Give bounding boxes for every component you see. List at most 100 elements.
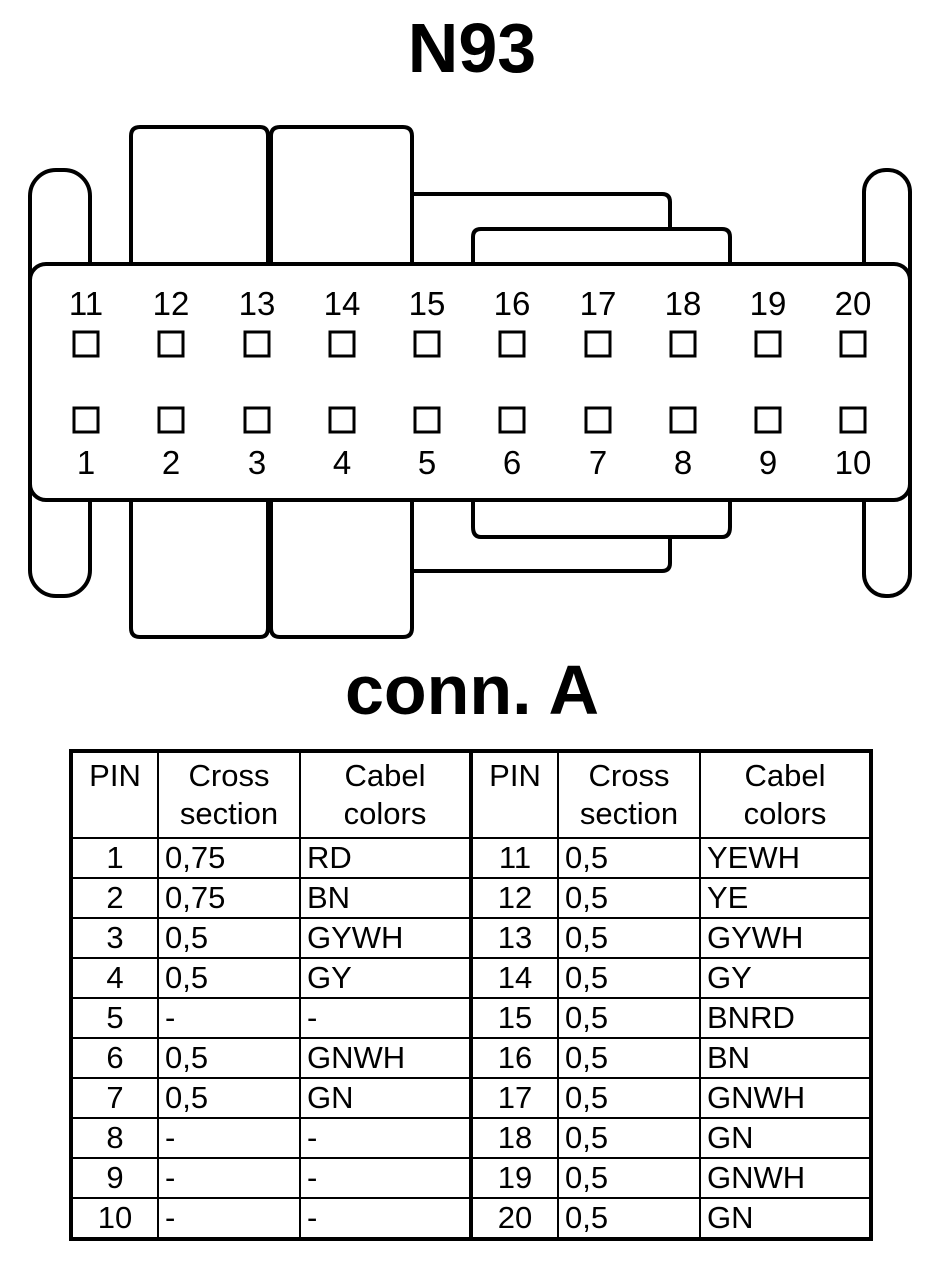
connector-subtitle: conn. A [344, 651, 600, 729]
pin-cell: 5 [70, 997, 159, 1039]
pin-number-label: 8 [674, 444, 692, 481]
bottom-housing-a [129, 500, 270, 639]
header-cross-line2: section [179, 796, 279, 831]
bottom-housing-c [412, 537, 672, 573]
top-housing-b [269, 125, 414, 264]
pin-socket [157, 406, 185, 434]
pin-number-label: 17 [580, 285, 617, 322]
pin-cell: 4 [70, 957, 159, 999]
cabel-color-cell: GYWH [299, 917, 472, 959]
cabel-color-cell: GN [699, 1197, 872, 1240]
pin-socket [328, 406, 356, 434]
connector-title: N93 [407, 9, 537, 87]
cabel-color-cell: BNRD [699, 997, 872, 1039]
pin-cell: 3 [70, 917, 159, 959]
header-cross-line1: Cross [188, 758, 270, 793]
top-housing-a [129, 125, 270, 264]
header-color-line2: colors [343, 796, 427, 831]
cabel-color-cell: - [299, 1117, 472, 1159]
pin-cell: 8 [70, 1117, 159, 1159]
top-housing-c [412, 192, 672, 229]
pin-socket [498, 330, 526, 358]
bottom-housing-d [471, 500, 732, 539]
cross-section-cell: 0,5 [557, 957, 701, 999]
cross-section-cell: 0,5 [557, 877, 701, 919]
pin-cell: 17 [469, 1077, 559, 1119]
cabel-color-cell: GYWH [699, 917, 872, 959]
pin-socket [839, 406, 867, 434]
cabel-color-cell: GN [699, 1117, 872, 1159]
cross-section-cell: 0,5 [157, 957, 301, 999]
pin-cell: 16 [469, 1037, 559, 1079]
cross-section-cell: 0,5 [557, 837, 701, 879]
cross-section-cell: 0,5 [157, 917, 301, 959]
pin-socket [669, 406, 697, 434]
pin-socket [584, 406, 612, 434]
pin-number-label: 20 [835, 285, 872, 322]
pin-cell: 15 [469, 997, 559, 1039]
pin-socket [413, 406, 441, 434]
pin-socket [754, 406, 782, 434]
pin-number-label: 11 [69, 285, 103, 322]
cross-section-cell: 0,5 [157, 1077, 301, 1119]
pin-cell: 1 [70, 837, 159, 879]
cabel-color-cell: BN [699, 1037, 872, 1079]
pin-socket [72, 330, 100, 358]
pin-cell: 6 [70, 1037, 159, 1079]
cabel-color-cell: YEWH [699, 837, 872, 879]
pin-number-label: 18 [665, 285, 702, 322]
cross-section-cell: 0,5 [157, 1037, 301, 1079]
cabel-color-cell: GNWH [299, 1037, 472, 1079]
pin-cell: 18 [469, 1117, 559, 1159]
pin-socket [754, 330, 782, 358]
pin-socket [72, 406, 100, 434]
header-pin-2: PIN [469, 750, 559, 839]
pin-number-label: 10 [835, 444, 872, 481]
header-cross-line2-2: section [579, 796, 679, 831]
header-cross-line1-2: Cross [588, 758, 670, 793]
pin-socket [669, 330, 697, 358]
pin-socket [243, 330, 271, 358]
cross-section-cell: 0,75 [157, 877, 301, 919]
cabel-color-cell: GNWH [699, 1077, 872, 1119]
pin-cell: 9 [70, 1157, 159, 1199]
pin-socket [243, 406, 271, 434]
cabel-color-cell: RD [299, 837, 472, 879]
cross-section-cell: 0,75 [157, 837, 301, 879]
pin-cell: 12 [469, 877, 559, 919]
cabel-color-cell: BN [299, 877, 472, 919]
pin-socket [328, 330, 356, 358]
pin-cell: 13 [469, 917, 559, 959]
top-housing-d [471, 227, 732, 264]
cabel-color-cell: - [299, 1157, 472, 1199]
pin-number-label: 6 [503, 444, 521, 481]
pin-number-label: 1 [77, 444, 95, 481]
header-pin: PIN [70, 750, 159, 839]
cabel-color-cell: GY [299, 957, 472, 999]
pin-cell: 19 [469, 1157, 559, 1199]
pin-socket [584, 330, 612, 358]
pin-cell: 11 [469, 837, 559, 879]
pin-cell: 14 [469, 957, 559, 999]
cabel-color-cell: YE [699, 877, 872, 919]
cabel-color-cell: GY [699, 957, 872, 999]
cross-section-cell: 0,5 [557, 1037, 701, 1079]
pin-number-label: 9 [759, 444, 777, 481]
pin-number-label: 4 [333, 444, 351, 481]
pin-number-label: 12 [153, 285, 190, 322]
cabel-color-cell: - [299, 1197, 472, 1240]
pin-cell: 20 [469, 1197, 559, 1240]
header-color-line2-2: colors [743, 796, 827, 831]
cabel-color-cell: - [299, 997, 472, 1039]
cross-section-cell: - [157, 997, 301, 1039]
pin-number-label: 13 [239, 285, 276, 322]
